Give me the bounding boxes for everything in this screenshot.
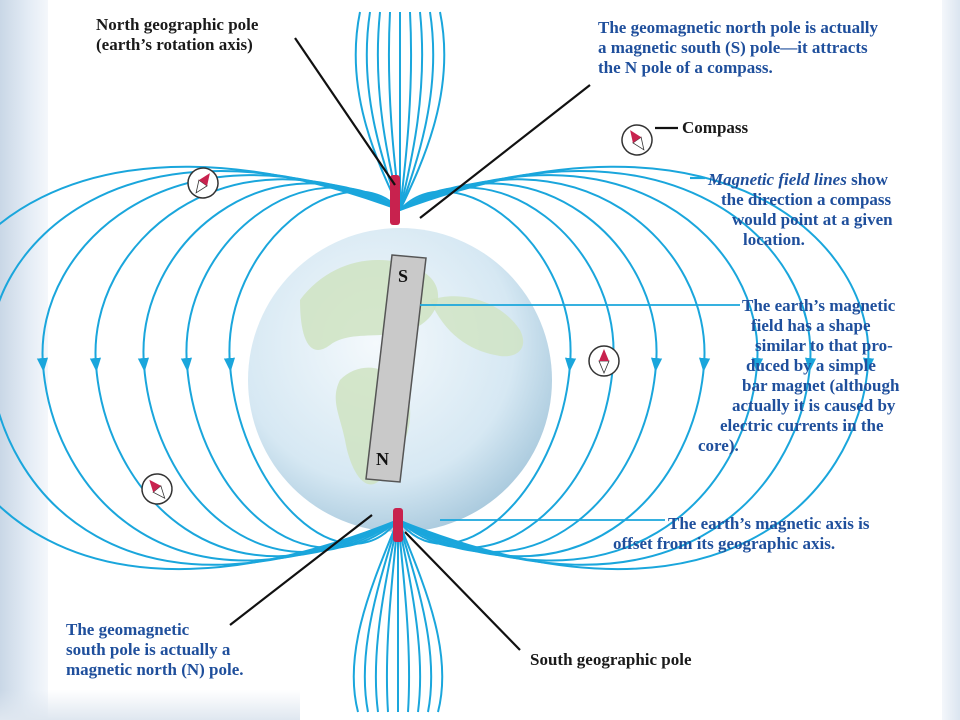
field-line	[397, 519, 422, 713]
pole-markers	[390, 175, 403, 542]
label-line: (earth’s rotation axis)	[96, 35, 253, 54]
label-north-geographic-pole: North geographic pole (earth’s rotation …	[96, 15, 258, 55]
field-line	[0, 165, 401, 571]
label-emphasis: Magnetic field lines	[708, 170, 847, 189]
label-geomagnetic-south: The geomagnetic south pole is actually a…	[66, 620, 244, 680]
label-line: the direction a compass	[721, 190, 892, 209]
field-line	[397, 178, 711, 558]
landmass	[430, 296, 524, 357]
label-line: North geographic pole	[96, 15, 259, 34]
label-line: electric currents in the	[720, 416, 884, 435]
field-line	[399, 11, 424, 211]
label-line: Magnetic field lines show	[708, 170, 893, 190]
label-south-geographic-pole: South geographic pole	[530, 650, 692, 669]
compass-needle-north	[198, 173, 210, 186]
label-line: field has a shape	[751, 316, 871, 335]
callout-lines	[229, 37, 740, 651]
slide-right-background	[942, 0, 960, 720]
label-line: the N pole of a compass.	[598, 58, 773, 77]
compass-needle-north	[149, 479, 161, 493]
compass-icon	[187, 167, 219, 199]
label-line: location.	[743, 230, 805, 249]
field-line	[223, 190, 401, 545]
field-line	[399, 11, 413, 211]
magnet-north-label: N	[376, 449, 389, 469]
pointer-geomagnetic-south	[229, 514, 373, 626]
compass-icon	[588, 345, 620, 377]
magnet-body	[365, 254, 427, 483]
label-line: The geomagnetic	[66, 620, 190, 639]
field-line	[0, 169, 401, 566]
field-line	[399, 11, 446, 211]
label-line: The earth’s magnetic	[742, 296, 896, 315]
north-pole-marker	[390, 175, 400, 225]
pointer-south-geographic	[404, 531, 521, 651]
label-line: magnetic north (N) pole.	[66, 660, 244, 679]
field-line	[397, 165, 875, 571]
pointer-geomagnetic-north	[419, 84, 591, 219]
compass-needle-north	[599, 349, 609, 361]
label-compass: Compass	[682, 118, 749, 137]
label-field-lines: Magnetic field lines show the direction …	[708, 170, 893, 250]
compass-needle-north	[630, 130, 642, 143]
compass-icon	[621, 124, 653, 156]
compass-icon	[141, 473, 173, 505]
field-line	[89, 178, 401, 558]
field-line	[397, 174, 764, 562]
magnet-south-label: S	[398, 266, 408, 286]
label-line: actually it is caused by	[732, 396, 896, 415]
label-magnetic-axis: The earth’s magnetic axis is offset from…	[613, 514, 870, 554]
label-line: The earth’s magnetic axis is	[668, 514, 870, 533]
field-line	[137, 182, 401, 553]
field-line	[397, 519, 444, 713]
field-line	[397, 182, 663, 553]
label-line: south pole is actually a	[66, 640, 231, 659]
bar-magnet: S N	[365, 254, 427, 483]
label-line: duced by a simple	[746, 356, 876, 375]
label-line: core).	[698, 436, 739, 455]
label-line: would point at a given	[732, 210, 893, 229]
label-text: show	[846, 170, 888, 189]
field-line	[397, 519, 433, 713]
label-line: The geomagnetic north pole is actually	[598, 18, 879, 37]
pointer-north-geographic	[294, 37, 396, 186]
label-line: similar to that pro-	[755, 336, 893, 355]
field-line	[397, 169, 817, 566]
field-line	[374, 519, 399, 713]
label-earth-field-shape: The earth’s magnetic field has a shape s…	[698, 296, 900, 456]
label-line: bar magnet (although	[742, 376, 900, 395]
south-pole-marker	[393, 508, 403, 542]
compass-group	[141, 124, 653, 505]
label-geomagnetic-north: The geomagnetic north pole is actually a…	[598, 18, 878, 78]
label-line: offset from its geographic axis.	[613, 534, 836, 553]
slide-bottom-fade	[0, 690, 300, 720]
field-line	[352, 519, 399, 713]
field-line	[180, 186, 401, 549]
field-line	[363, 519, 399, 713]
label-line: a magnetic south (S) pole—it attracts	[598, 38, 868, 57]
field-line	[399, 11, 435, 211]
